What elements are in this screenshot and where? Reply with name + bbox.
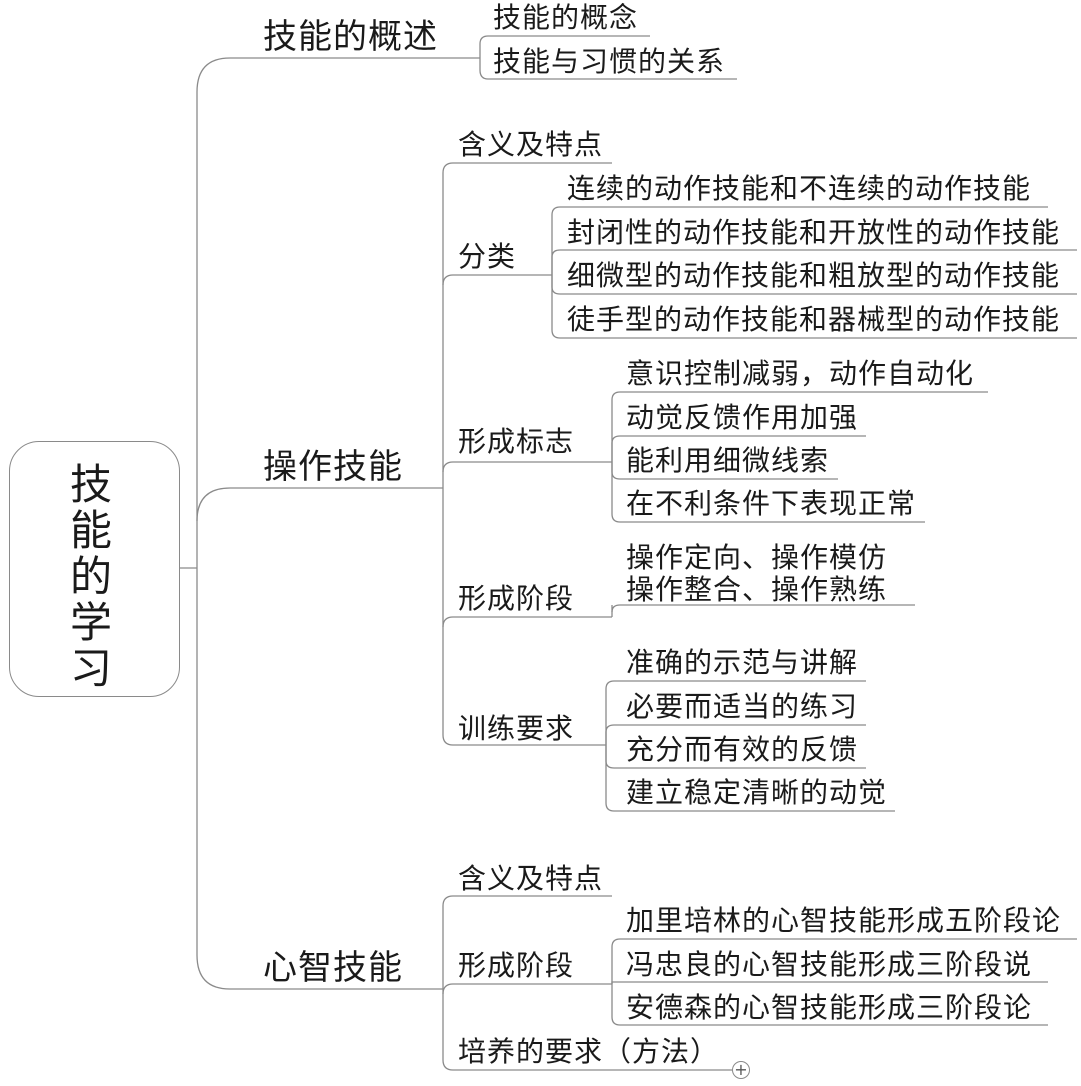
list-item[interactable]: 操作定向、操作模仿 操作整合、操作熟练 [626, 541, 888, 606]
connector-trunk [196, 57, 231, 990]
connector-xinzhi-1 [611, 981, 1048, 984]
list-item[interactable]: 安德森的心智技能形成三阶段论 [626, 991, 1033, 1024]
node-motor-classification[interactable]: 分类 [458, 240, 517, 273]
connector-b0-c0 [479, 35, 650, 58]
node-motor-formation-signs[interactable]: 形成标志 [458, 425, 575, 458]
connector-biaozhi-3 [611, 462, 925, 523]
list-item[interactable]: 充分而有效的反馈 [626, 733, 859, 766]
node-mental-cultivation-requirements[interactable]: 培养的要求（方法） [458, 1035, 720, 1068]
connector-b1-top [442, 162, 612, 488]
node-motor-formation-stages[interactable]: 形成阶段 [458, 582, 575, 615]
branch-overview[interactable]: 技能的概述 [263, 17, 438, 57]
branch-motor-skills[interactable]: 操作技能 [263, 447, 403, 487]
node-mental-meaning[interactable]: 含义及特点 [458, 862, 604, 895]
connector-b2-bottom [442, 989, 732, 1071]
connector-xunlian-0 [605, 680, 866, 745]
expand-plus-icon[interactable]: + [732, 1061, 750, 1079]
connector-b2-top [442, 895, 612, 989]
branch-mental-skills[interactable]: 心智技能 [263, 948, 403, 988]
connector-b1-c2 [442, 461, 612, 473]
connector-xunlian-1 [605, 724, 866, 745]
connector-biaozhi-0 [611, 391, 988, 462]
connector-b1-bottom [442, 488, 606, 746]
list-item[interactable]: 在不利条件下表现正常 [626, 487, 917, 520]
connector-fenlei-3 [551, 275, 1077, 339]
list-item[interactable]: 徒手型的动作技能和器械型的动作技能 [567, 303, 1061, 336]
list-item[interactable]: 连续的动作技能和不连续的动作技能 [567, 172, 1032, 205]
list-item[interactable]: 加里培林的心智技能形成五阶段论 [626, 904, 1062, 937]
connector-xunlian-3 [605, 745, 895, 812]
connector-jieduan-0 [611, 604, 915, 613]
root-node-box[interactable] [9, 441, 180, 697]
node-skill-habit-relation[interactable]: 技能与习惯的关系 [493, 45, 726, 78]
list-item[interactable]: 动觉反馈作用加强 [626, 401, 859, 434]
connector-b1-c3 [442, 616, 612, 628]
node-motor-meaning[interactable]: 含义及特点 [458, 128, 604, 161]
connector-fenlei-1 [551, 249, 1077, 275]
root-node-label: 技能的学习 [69, 460, 112, 693]
connector-xinzhi-0 [611, 938, 1077, 984]
list-item[interactable]: 准确的示范与讲解 [626, 646, 859, 679]
list-item[interactable]: 建立稳定清晰的动觉 [626, 776, 888, 809]
node-mental-formation-stages[interactable]: 形成阶段 [458, 949, 575, 982]
connector-biaozhi-1 [611, 435, 866, 462]
list-item[interactable]: 能利用细微线索 [626, 444, 830, 477]
list-item[interactable]: 细微型的动作技能和粗放型的动作技能 [567, 259, 1061, 292]
connector-xinzhi-2 [611, 984, 1048, 1026]
node-skill-concept[interactable]: 技能的概念 [493, 1, 639, 34]
list-item[interactable]: 必要而适当的练习 [626, 690, 859, 723]
node-motor-training-requirements[interactable]: 训练要求 [458, 712, 575, 745]
connector-b2-c1 [442, 983, 612, 995]
connector-trunk-mid [196, 487, 231, 522]
list-item[interactable]: 封闭性的动作技能和开放性的动作技能 [567, 216, 1061, 249]
connector-b1-c1 [442, 274, 552, 286]
list-item[interactable]: 意识控制减弱，动作自动化 [626, 357, 975, 390]
connector-fenlei-0 [551, 206, 1048, 275]
connector-b0-c1 [479, 58, 737, 80]
list-item[interactable]: 冯忠良的心智技能形成三阶段说 [626, 948, 1033, 981]
